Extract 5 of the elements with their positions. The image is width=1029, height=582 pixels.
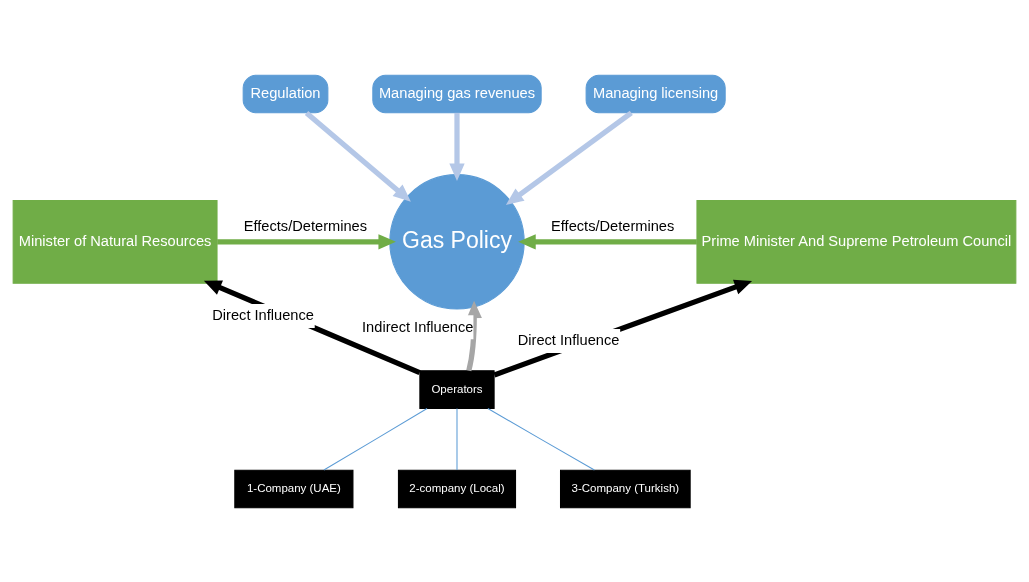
edge-label: Indirect Influence [362, 318, 474, 335]
edge-label: Direct Influence [212, 306, 314, 323]
edge-label: Effects/Determines [551, 217, 675, 234]
edge-label: Direct Influence [517, 331, 620, 348]
edge-label: Effects/Determines [243, 217, 368, 234]
